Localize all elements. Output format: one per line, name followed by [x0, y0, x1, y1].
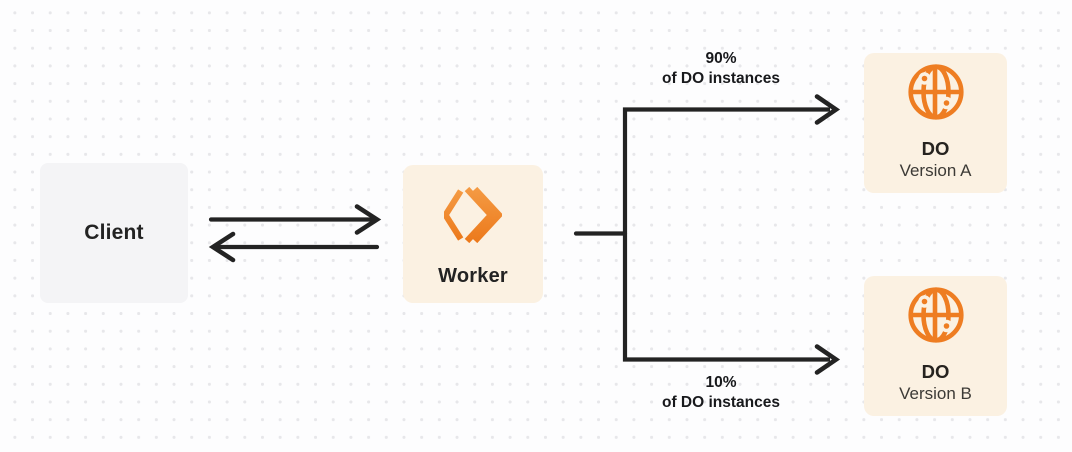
- client-label: Client: [84, 221, 144, 244]
- do-version-a-node: DO Version A: [864, 53, 1007, 193]
- globe-icon: [907, 64, 964, 120]
- worker-node: Worker: [403, 165, 543, 303]
- arrowhead-to-do-a: [814, 94, 841, 125]
- globe-icon: [907, 287, 964, 343]
- do-version-b-node: DO Version B: [864, 276, 1007, 416]
- client-node: Client: [40, 163, 188, 303]
- do-a-title: DO: [921, 138, 950, 159]
- worker-label: Worker: [438, 265, 508, 287]
- workers-chevrons-icon: [444, 187, 502, 243]
- client-to-worker-arrow: [208, 204, 382, 235]
- branch-label-90-line2: of DO instances: [662, 70, 780, 87]
- worker-to-client-arrow: [208, 231, 380, 263]
- do-b-subtitle: Version B: [899, 384, 972, 403]
- do-a-subtitle: Version A: [899, 161, 972, 180]
- branch-label-10-line1: 10%: [705, 374, 737, 391]
- arrowhead-to-do-b: [814, 344, 841, 375]
- branch-label-10: 10% of DO instances: [662, 373, 780, 413]
- branch-label-90-line1: 90%: [705, 50, 737, 67]
- do-b-title: DO: [921, 361, 950, 382]
- branch-label-10-line2: of DO instances: [662, 394, 780, 411]
- branch-trunk: [622, 107, 830, 362]
- branch-label-90: 90% of DO instances: [662, 49, 780, 89]
